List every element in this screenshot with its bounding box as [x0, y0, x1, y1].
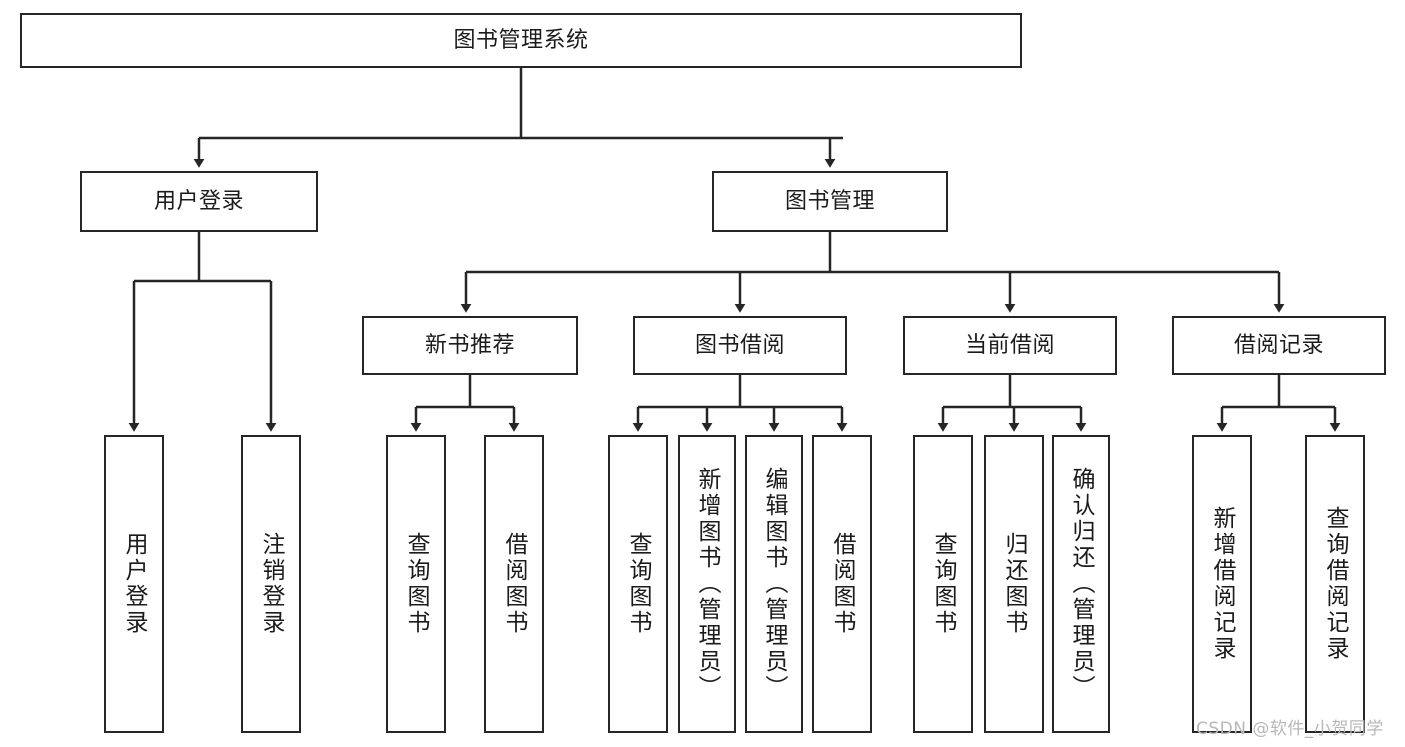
node-leaf-borrow-book[interactable]: 借阅图书 [812, 435, 872, 733]
node-current-borrow-label: 当前借阅 [964, 332, 1055, 358]
node-leaf-query-book-borrow[interactable]: 查询图书 [608, 435, 668, 733]
node-new-book-recommend[interactable]: 新书推荐 [362, 316, 578, 375]
node-leaf-edit-book-admin[interactable]: 编辑图书（管理员） [745, 435, 803, 733]
node-leaf-borrow-book-rec[interactable]: 借阅图书 [484, 435, 544, 733]
node-leaf-return-book[interactable]: 归还图书 [984, 435, 1044, 733]
node-leaf-user-login[interactable]: 用户登录 [104, 435, 164, 733]
node-leaf-add-book-admin-label: 新增图书（管理员） [694, 467, 721, 701]
node-book-manage-label: 图书管理 [784, 188, 875, 214]
node-user-login-label: 用户登录 [153, 188, 244, 214]
node-book-manage[interactable]: 图书管理 [712, 171, 948, 232]
watermark: CSDN @软件_小贺同学 [1196, 719, 1384, 739]
node-new-book-recommend-label: 新书推荐 [424, 332, 515, 358]
node-leaf-user-login-label: 用户登录 [121, 532, 148, 636]
node-leaf-confirm-return-admin[interactable]: 确认归还（管理员） [1052, 435, 1110, 733]
node-leaf-query-book-rec-label: 查询图书 [403, 532, 430, 636]
node-book-borrow[interactable]: 图书借阅 [633, 316, 847, 375]
node-leaf-return-book-label: 归还图书 [1001, 532, 1028, 636]
node-leaf-query-book-cur[interactable]: 查询图书 [913, 435, 973, 733]
node-leaf-logout-login-label: 注销登录 [258, 532, 285, 636]
node-user-login[interactable]: 用户登录 [80, 171, 318, 232]
node-leaf-edit-book-admin-label: 编辑图书（管理员） [761, 467, 788, 701]
node-leaf-query-borrow-record-label: 查询借阅记录 [1322, 506, 1349, 662]
node-leaf-add-book-admin[interactable]: 新增图书（管理员） [678, 435, 736, 733]
node-leaf-add-borrow-record-label: 新增借阅记录 [1209, 506, 1236, 662]
node-leaf-query-book-cur-label: 查询图书 [930, 532, 957, 636]
node-root-label: 图书管理系统 [453, 27, 589, 53]
node-leaf-query-borrow-record[interactable]: 查询借阅记录 [1305, 435, 1365, 733]
node-leaf-logout-login[interactable]: 注销登录 [241, 435, 301, 733]
node-leaf-confirm-return-admin-label: 确认归还（管理员） [1068, 467, 1095, 701]
node-borrow-record[interactable]: 借阅记录 [1172, 316, 1386, 375]
node-leaf-borrow-book-rec-label: 借阅图书 [501, 532, 528, 636]
node-leaf-query-book-rec[interactable]: 查询图书 [386, 435, 446, 733]
node-leaf-add-borrow-record[interactable]: 新增借阅记录 [1192, 435, 1252, 733]
node-leaf-query-book-borrow-label: 查询图书 [625, 532, 652, 636]
node-root[interactable]: 图书管理系统 [20, 13, 1022, 68]
node-current-borrow[interactable]: 当前借阅 [903, 316, 1117, 375]
node-book-borrow-label: 图书借阅 [694, 332, 785, 358]
node-leaf-borrow-book-label: 借阅图书 [829, 532, 856, 636]
node-borrow-record-label: 借阅记录 [1233, 332, 1324, 358]
